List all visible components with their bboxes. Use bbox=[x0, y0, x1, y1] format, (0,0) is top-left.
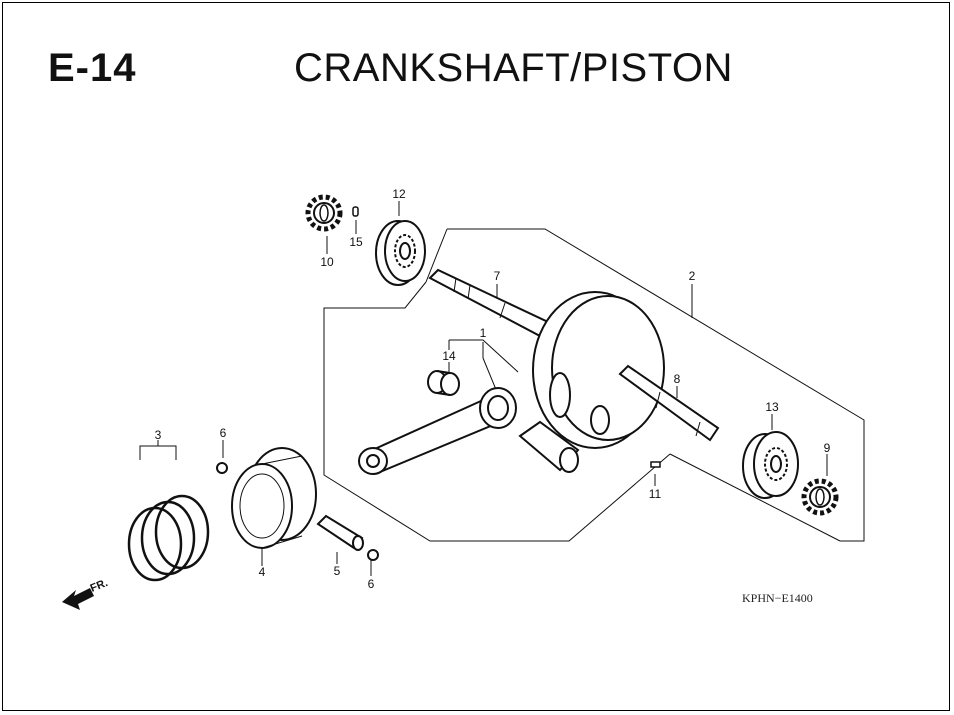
leader-lines bbox=[139, 201, 828, 576]
callout-4: 4 bbox=[259, 565, 266, 579]
timing-gear-icon bbox=[801, 478, 839, 516]
front-direction-arrow-icon: FR. bbox=[62, 577, 110, 610]
callout-2: 2 bbox=[689, 269, 696, 283]
section-code: E-14 bbox=[48, 46, 137, 90]
right-bearing-icon bbox=[742, 431, 799, 499]
crank-key-icon bbox=[650, 461, 661, 468]
piston-rings-icon bbox=[127, 494, 210, 582]
callout-11: 11 bbox=[649, 487, 662, 501]
callout-6b: 6 bbox=[368, 577, 375, 591]
callout-15: 15 bbox=[349, 235, 363, 249]
crank-pin-icon bbox=[518, 420, 580, 473]
callout-9: 9 bbox=[824, 441, 831, 455]
sprocket-gear-icon bbox=[305, 194, 343, 232]
callout-8: 8 bbox=[674, 372, 681, 386]
connecting-rod-icon bbox=[358, 387, 517, 475]
callout-14: 14 bbox=[442, 349, 456, 363]
page-title: CRANKSHAFT/PISTON bbox=[294, 46, 733, 90]
front-direction-label: FR. bbox=[89, 577, 110, 595]
diagram-reference-code: KPHN−E1400 bbox=[742, 591, 813, 605]
crankshaft-group-outline bbox=[447, 228, 865, 542]
piston-pin-clip-icon bbox=[216, 462, 228, 474]
callout-13: 13 bbox=[765, 400, 779, 414]
callout-1: 1 bbox=[480, 326, 487, 340]
callout-3: 3 bbox=[155, 428, 162, 442]
needle-bearing-icon bbox=[427, 370, 460, 396]
woodruff-key-icon bbox=[352, 206, 359, 217]
crankshaft-icon bbox=[428, 268, 720, 449]
lower-group-outline bbox=[323, 281, 671, 542]
assembly-group-outlines bbox=[323, 228, 865, 542]
callout-12: 12 bbox=[392, 187, 406, 201]
callout-7: 7 bbox=[494, 269, 501, 283]
callout-labels: 1 2 3 4 5 6 6 7 8 9 10 11 12 13 14 15 bbox=[155, 187, 831, 591]
piston-pin-clip-icon-2 bbox=[367, 549, 379, 561]
callout-5: 5 bbox=[334, 564, 341, 578]
ball-bearing-icon bbox=[375, 220, 426, 286]
callout-6: 6 bbox=[220, 426, 227, 440]
piston-pin-icon bbox=[316, 514, 364, 551]
piston-icon bbox=[231, 447, 317, 549]
callout-10: 10 bbox=[320, 255, 334, 269]
